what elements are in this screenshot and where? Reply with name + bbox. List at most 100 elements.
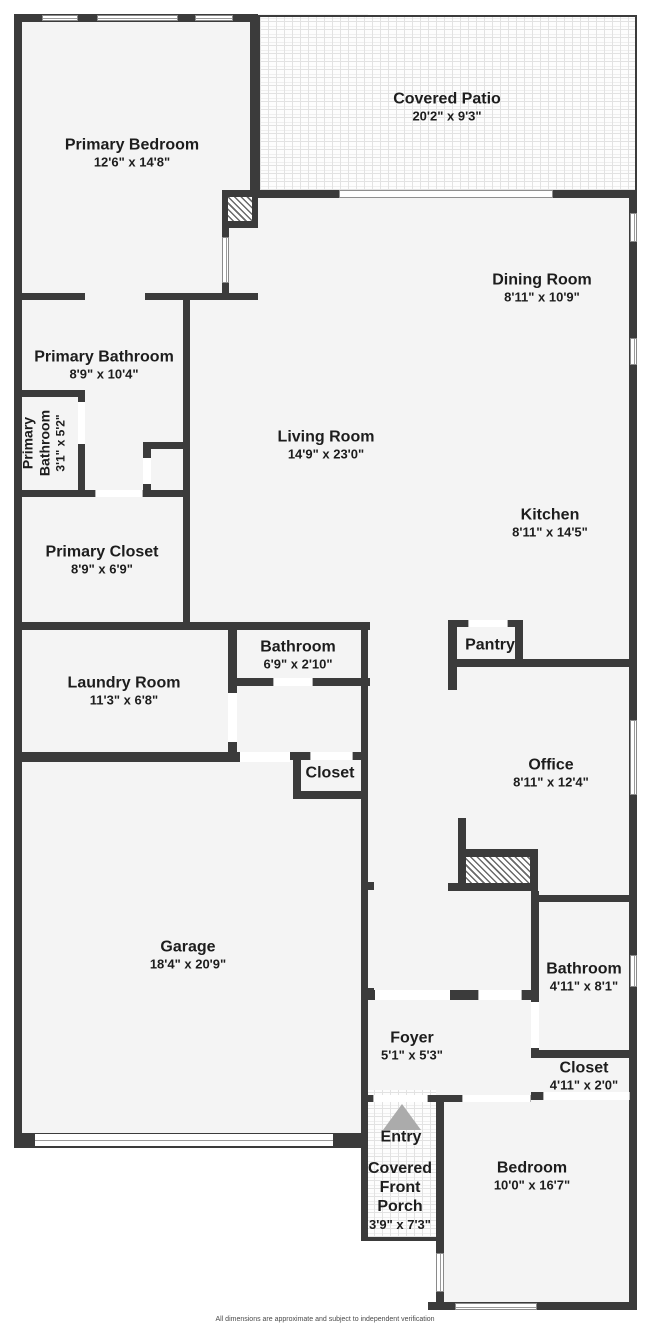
room-dims: 4'11" x 8'1" [549,978,619,994]
room-dims: 4'11" x 2'0" [549,1077,619,1093]
room-dims: 10'0" x 16'7" [493,1177,571,1193]
wall [531,891,539,1002]
wall [457,659,637,667]
wall [515,620,523,667]
room-name: Kitchen [520,506,580,524]
room-name: Pantry [465,636,515,654]
room-name: Dining Room [492,271,592,289]
window [195,15,233,21]
wall [14,390,85,397]
door-opening [95,490,143,497]
room-name: Living Room [277,428,375,446]
window [222,237,229,283]
wall [228,630,237,752]
wall [143,442,190,449]
room-label-dining-room: Dining Room 8'11" x 10'9" [492,270,592,305]
room-label-pantry: Pantry [465,635,515,654]
room-dims: 3'1" x 5'2" [53,414,68,472]
wall [14,622,370,630]
window [42,15,78,21]
wall [450,990,478,1000]
wall [145,293,258,300]
room-label-primary-bathroom: Primary Bathroom 8'9" x 10'4" [34,347,174,382]
room-label-bathroom: Bathroom 6'9" x 2'10" [260,637,336,672]
garage-door [35,1134,333,1146]
room-label-closet-hall: Closet [306,763,355,782]
window [97,15,178,21]
door-opening [273,678,313,686]
room-name: Bedroom [496,1159,568,1177]
wall [14,752,240,762]
wall [258,190,339,198]
room-label-bathroom-2: Bathroom 4'11" x 8'1" [546,959,622,994]
wall [293,752,301,798]
room-label-office: Office 8'11" x 12'4" [513,755,589,790]
room-name: Closet [559,1059,609,1077]
wall [368,882,374,890]
room-label-foyer: Foyer 5'1" x 5'3" [381,1028,443,1063]
room-dims: 8'11" x 14'5" [512,524,588,540]
room-name: Garage [160,938,216,956]
wall [553,190,637,198]
wall [436,1095,444,1310]
front-door-opening [373,1095,428,1102]
room-name: Laundry Room [67,674,181,692]
room-dims: 3'9" x 7'3" [369,1216,431,1232]
entry-arrow-icon [383,1104,421,1130]
wall [228,678,273,686]
wall [250,14,258,196]
room-name: Closet [305,764,355,782]
room-dims: 18'4" x 20'9" [149,956,227,972]
room-name: Primary Bathroom [34,348,174,366]
room-area-bedroom [436,1095,637,1310]
window [630,955,637,987]
door-opening [531,1002,539,1048]
room-label-living-room: Living Room 14'9" x 23'0" [278,427,375,462]
window [630,338,637,365]
window [455,1303,537,1310]
room-name: Office [528,756,574,774]
room-dims: 20'2" x 9'3" [412,108,482,124]
room-name: Primary Bathroom [19,409,53,477]
wall [448,883,538,891]
room-label-primary-bathroom-wc: Primary Bathroom 3'1" x 5'2" [20,401,69,485]
wall [183,293,190,630]
door-opening [78,402,85,444]
room-area-main [183,190,637,1102]
wall [14,14,22,1148]
room-dims: 14'9" x 23'0" [287,446,365,462]
room-label-garage: Garage 18'4" x 20'9" [150,937,226,972]
room-label-laundry-room: Laundry Room 11'3" x 6'8" [68,673,181,708]
room-label-primary-closet: Primary Closet 8'9" x 6'9" [46,542,159,577]
window [436,1253,444,1292]
wall [448,620,468,627]
room-name: Covered Patio [393,90,501,108]
door-opening [462,1095,531,1102]
wall [458,849,538,857]
door-opening [468,620,508,627]
wall [530,849,538,891]
wall [531,895,637,902]
wall [14,293,85,300]
room-dims: 11'3" x 6'8" [89,692,159,708]
room-name: Entry [380,1128,422,1146]
room-dims: 8'9" x 6'9" [71,561,133,577]
window [630,213,637,242]
wall [522,990,537,1000]
room-label-covered-front-porch: Covered Front Porch 3'9" x 7'3" [360,1159,440,1233]
room-label-closet-2: Closet 4'11" x 2'0" [550,1058,618,1093]
wall [293,791,368,799]
room-label-entry: Entry [381,1127,422,1146]
room-label-kitchen: Kitchen 8'11" x 14'5" [512,505,588,540]
room-label-covered-patio: Covered Patio 20'2" x 9'3" [393,89,501,124]
covered-patio-area [258,15,637,198]
wall [361,1095,373,1102]
door-opening [478,990,522,1000]
room-name: Covered Front Porch [367,1160,433,1216]
room-dims: 6'9" x 2'10" [263,656,333,672]
door-opening [543,1092,630,1100]
room-name: Primary Closet [45,543,159,561]
window [630,720,637,795]
wall [428,1095,462,1102]
